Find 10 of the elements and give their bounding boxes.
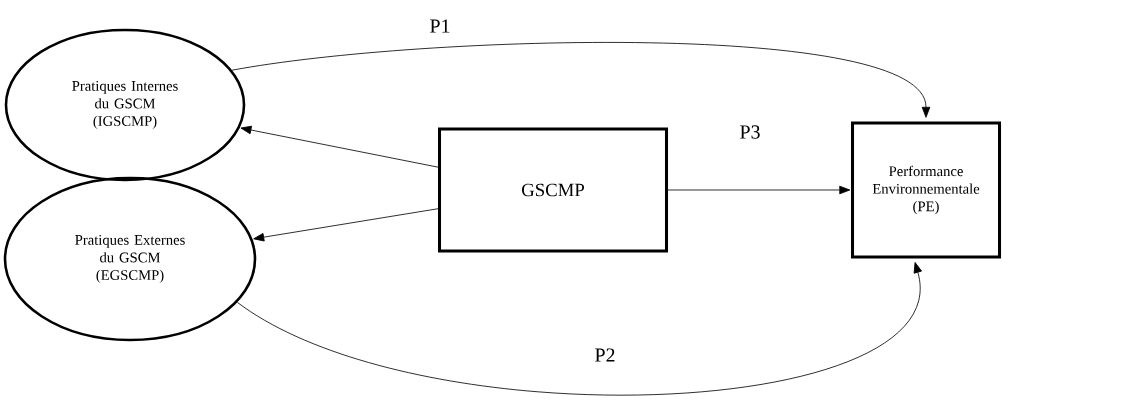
construct-box: Performance Environnementale (PE): [851, 121, 1002, 259]
arrow: [253, 208, 439, 242]
arrow: [231, 42, 931, 118]
arrow: [240, 125, 439, 168]
arrow: [236, 262, 922, 395]
edge-label: P3: [738, 124, 762, 140]
construct-box: GSCMP: [438, 127, 669, 253]
edge-label: P1: [428, 18, 452, 34]
edge-label: P2: [593, 347, 617, 363]
arrow: [667, 185, 851, 195]
